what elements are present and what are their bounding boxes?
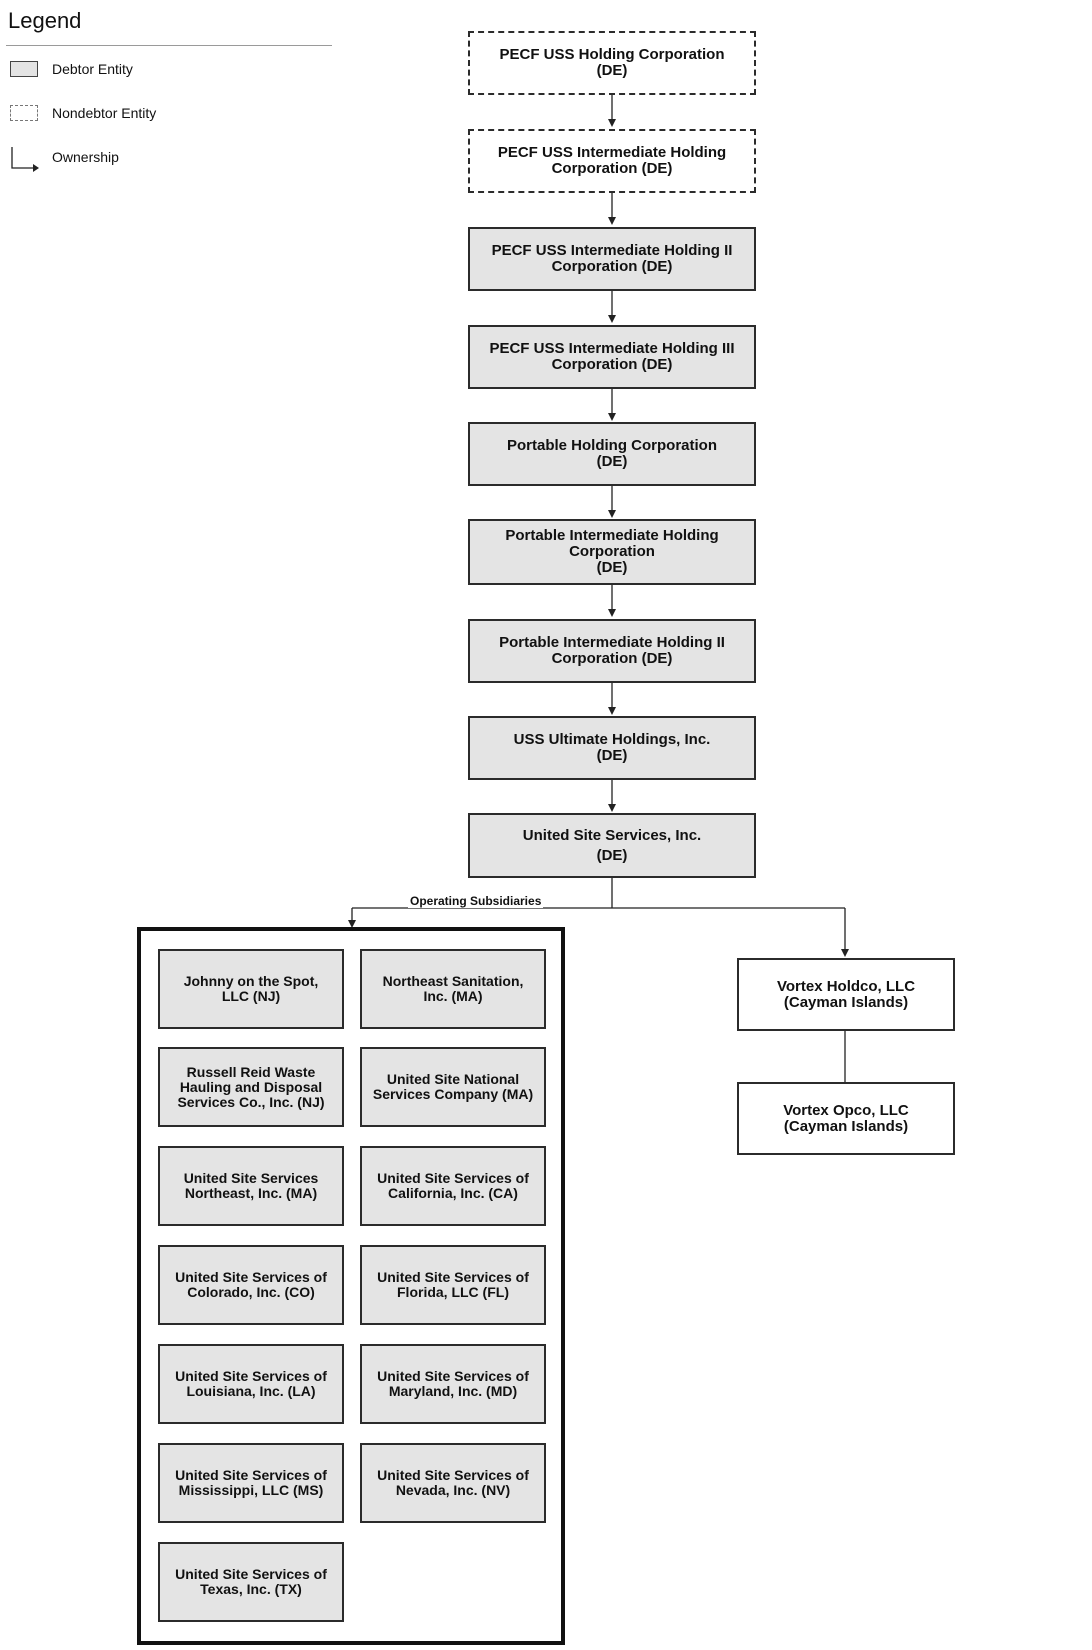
entity-name-line: Corporation [569,543,655,560]
entity-name-line: Northeast, Inc. (MA) [184,1185,318,1201]
debtor-swatch [10,61,38,77]
entity-box-vortex-opco: Vortex Opco, LLC (Cayman Islands) [737,1082,955,1155]
entity-name-line: USS Ultimate Holdings, Inc. [513,731,711,748]
entity-name-line: (DE) [596,453,628,470]
entity-name-line: Johnny on the Spot, [183,973,319,989]
entity-name-line: Inc. (MA) [423,988,483,1004]
subsidiary-box: United Site National Services Company (M… [360,1047,546,1127]
entity-name-line: (DE) [596,747,628,764]
entity-name-line: United Site Services of [175,1566,327,1582]
entity-name-line: Russell Reid Waste [186,1063,316,1080]
entity-name-line: United Site Services of [377,1467,529,1483]
entity-box-pecf-uss-holding: PECF USS Holding Corporation (DE) [468,31,756,95]
entity-name-line: Hauling and Disposal [179,1078,323,1095]
subsidiary-box: United Site Services of California, Inc.… [360,1146,546,1226]
subsidiary-box: Johnny on the Spot, LLC (NJ) [158,949,344,1029]
entity-name-line: Vortex Holdco, LLC [776,977,916,995]
subsidiary-box: United Site Services of Texas, Inc. (TX) [158,1542,344,1622]
entity-name-line: Texas, Inc. (TX) [200,1581,302,1597]
entity-name-line: United Site Services of [175,1368,327,1384]
entity-name-line: Services Co., Inc. (NJ) [177,1093,325,1110]
entity-name-line: United Site National [386,1071,520,1087]
entity-box-portable-holding: Portable Holding Corporation (DE) [468,422,756,486]
subsidiary-box: United Site Services of Nevada, Inc. (NV… [360,1443,546,1523]
subsidiary-box: United Site Services of Colorado, Inc. (… [158,1245,344,1325]
entity-box-pecf-uss-intermediate: PECF USS Intermediate Holding Corporatio… [468,129,756,193]
ownership-arrow-icon [11,147,39,172]
entity-name-line: United Site Services [183,1170,319,1186]
entity-name-line: Louisiana, Inc. (LA) [186,1383,316,1399]
operating-subsidiaries-label: Operating Subsidiaries [408,894,544,908]
nondebtor-swatch [10,105,38,121]
entity-name-line: Mississippi, LLC (MS) [178,1482,324,1498]
entity-box-pecf-uss-intermediate-ii: PECF USS Intermediate Holding II Corpora… [468,227,756,291]
entity-name-line: Portable Holding Corporation [507,437,717,454]
entity-name-line: (DE) [596,559,628,576]
legend-debtor-label: Debtor Entity [52,61,133,77]
entity-name-line: Corporation (DE) [551,356,673,373]
subsidiary-box: United Site Services Northeast, Inc. (MA… [158,1146,344,1226]
entity-name-line: PECF USS Intermediate Holding III [489,340,735,357]
operating-subsidiaries-frame [137,927,565,1645]
entity-name-line: PECF USS Intermediate Holding II [491,242,733,259]
entity-name-line: Corporation (DE) [551,258,673,275]
entity-name-line: United Site Services of [175,1467,327,1483]
entity-name-line: Nevada, Inc. (NV) [395,1482,511,1498]
entity-name-line: PECF USS Intermediate Holding [497,144,727,161]
entity-name-line: Services Company (MA) [372,1086,534,1102]
entity-name-line: Corporation (DE) [551,650,673,667]
entity-box-united-site-services: United Site Services, Inc. (DE) [468,813,756,878]
subsidiary-box: United Site Services of Mississippi, LLC… [158,1443,344,1523]
entity-name-line: Portable Intermediate Holding II [499,634,725,651]
entity-box-pecf-uss-intermediate-iii: PECF USS Intermediate Holding III Corpor… [468,325,756,389]
entity-name-line: United Site Services of [377,1170,529,1186]
legend-divider [6,45,332,46]
entity-name-line: Northeast Sanitation, [382,973,524,989]
entity-name-line: Vortex Opco, LLC [783,1101,909,1119]
entity-name-line: Colorado, Inc. (CO) [187,1284,315,1300]
subsidiary-box: Russell Reid Waste Hauling and Disposal … [158,1047,344,1127]
entity-name-line: United Site Services of [377,1368,529,1384]
entity-name-line: Maryland, Inc. (MD) [388,1383,518,1399]
subsidiary-box: United Site Services of Louisiana, Inc. … [158,1344,344,1424]
entity-name-line: (DE) [596,846,628,864]
entity-name-line: Portable Intermediate Holding [505,527,719,544]
entity-box-portable-intermediate-ii: Portable Intermediate Holding II Corpora… [468,619,756,683]
entity-box-uss-ultimate-holdings: USS Ultimate Holdings, Inc. (DE) [468,716,756,780]
legend-nondebtor-label: Nondebtor Entity [52,105,157,121]
legend-ownership-label: Ownership [52,149,119,165]
entity-name-line: Florida, LLC (FL) [397,1284,509,1300]
subsidiary-box: United Site Services of Maryland, Inc. (… [360,1344,546,1424]
entity-name-line: (DE) [596,62,628,79]
entity-name-line: California, Inc. (CA) [388,1185,518,1201]
subsidiary-box: Northeast Sanitation, Inc. (MA) [360,949,546,1029]
entity-box-portable-intermediate: Portable Intermediate Holding Corporatio… [468,519,756,585]
entity-name-line: (Cayman Islands) [783,993,909,1011]
subsidiary-box: United Site Services of Florida, LLC (FL… [360,1245,546,1325]
entity-box-vortex-holdco: Vortex Holdco, LLC (Cayman Islands) [737,958,955,1031]
entity-name-line: (Cayman Islands) [783,1117,909,1135]
entity-name-line: LLC (NJ) [221,988,281,1004]
entity-name-line: PECF USS Holding Corporation [499,46,725,63]
entity-name-line: Corporation (DE) [551,160,673,177]
entity-name-line: United Site Services of [377,1269,529,1285]
legend-title: Legend [8,8,82,33]
entity-name-line: United Site Services of [175,1269,327,1285]
entity-name-line: United Site Services, Inc. [522,826,702,844]
